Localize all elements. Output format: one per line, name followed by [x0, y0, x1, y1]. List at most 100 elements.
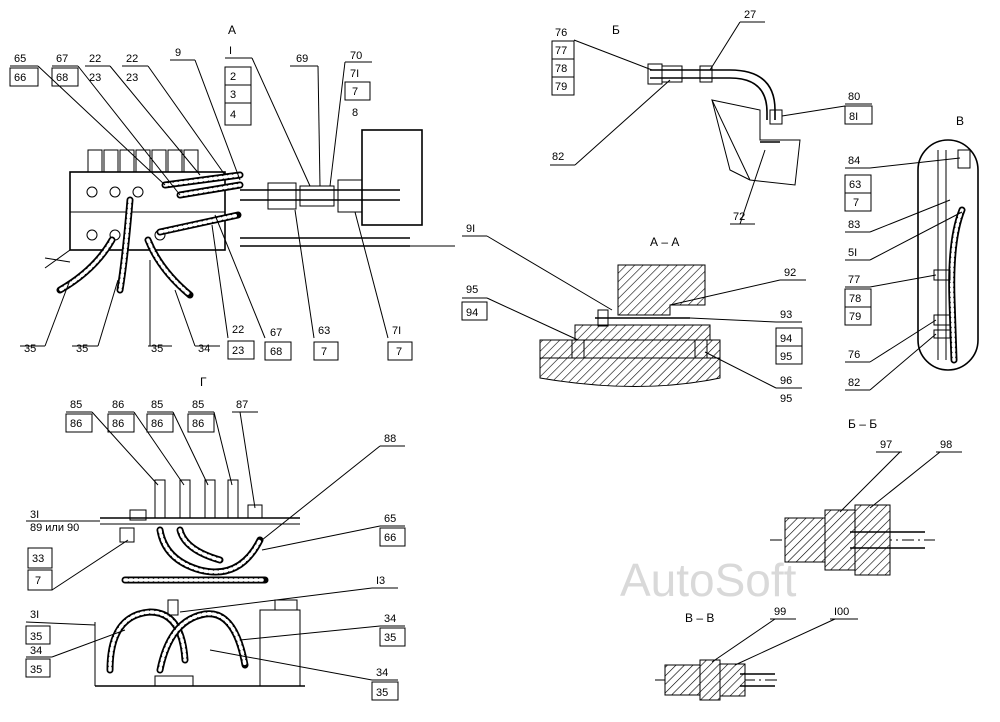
callout-7-bottom-a: 7: [321, 346, 327, 358]
view-b-title: Б: [612, 23, 620, 37]
callout-g-13: I3: [376, 575, 385, 587]
callout-b-72: 72: [733, 211, 745, 223]
callout-71: 7I: [350, 68, 359, 80]
callout-67: 67: [56, 53, 68, 65]
callout-aa-96: 96: [780, 375, 792, 387]
callout-vv-99: 99: [774, 606, 786, 618]
callout-aa-95: 95: [466, 284, 478, 296]
callout-3: 3: [230, 89, 236, 101]
callout-v-76: 76: [848, 349, 860, 361]
callout-22-top-a: 22: [89, 53, 101, 65]
callout-bb-97: 97: [880, 439, 892, 451]
callout-b-78: 78: [555, 63, 567, 75]
callout-v-77: 77: [848, 274, 860, 286]
callout-23-top-b: 23: [126, 72, 138, 84]
callout-35-c: 35: [151, 343, 163, 355]
callout-g-86b: 86: [112, 399, 124, 411]
callout-22-top-b: 22: [126, 53, 138, 65]
callout-g-86c: 86: [112, 418, 124, 430]
callout-v-79: 79: [849, 311, 861, 323]
callout-g-31b: 3I: [30, 609, 39, 621]
view-v-title: В: [956, 114, 964, 128]
callout-4: 4: [230, 109, 236, 121]
callout-8: 8: [352, 107, 358, 119]
valve-block: [69, 149, 226, 251]
callout-aa-94b: 94: [780, 333, 792, 345]
watermark: AutoSoft: [620, 554, 797, 606]
callout-35-b: 35: [76, 343, 88, 355]
callout-v-82: 82: [848, 377, 860, 389]
section-vv-title: В – В: [685, 611, 714, 625]
callout-g-35c: 35: [384, 632, 396, 644]
callout-b-80: 80: [848, 91, 860, 103]
callout-aa-94: 94: [466, 307, 478, 319]
section-aa-title: А – А: [650, 235, 679, 249]
view-a: А: [9, 23, 455, 361]
callout-65: 65: [14, 53, 26, 65]
callout-35-a: 35: [24, 343, 36, 355]
callout-63: 63: [318, 325, 330, 337]
callout-g-85b: 85: [151, 399, 163, 411]
callout-bb-98: 98: [940, 439, 952, 451]
callout-7: 7: [352, 86, 358, 98]
callout-g-34c: 34: [376, 667, 388, 679]
callout-g-35b: 35: [30, 664, 42, 676]
callout-v-78: 78: [849, 293, 861, 305]
callout-g-86e: 86: [192, 418, 204, 430]
callout-22-bottom: 22: [232, 324, 244, 336]
callout-70: 70: [350, 50, 362, 62]
section-bb: Б – Б 97 98: [770, 417, 962, 576]
callout-aa-92: 92: [784, 267, 796, 279]
callout-68: 68: [56, 72, 68, 84]
callout-aa-93: 93: [780, 309, 792, 321]
callout-g-86d: 86: [151, 418, 163, 430]
view-g-title: Г: [200, 375, 207, 389]
callout-v-51: 5I: [848, 247, 857, 259]
callout-g-35: 35: [30, 631, 42, 643]
callout-g-85c: 85: [192, 399, 204, 411]
callout-aa-95b: 95: [780, 351, 792, 363]
callout-g-87: 87: [236, 399, 248, 411]
callout-23-top-a: 23: [89, 72, 101, 84]
callout-v-84: 84: [848, 155, 860, 167]
callout-66: 66: [14, 72, 26, 84]
callout-b-77: 77: [555, 45, 567, 57]
callout-g-31: 3I: [30, 509, 39, 521]
callout-b-27: 27: [744, 9, 756, 21]
callout-23-bottom: 23: [232, 345, 244, 357]
view-v: В 84 63 7 83 5I 77 78 79 76 82: [844, 114, 979, 391]
callout-g-65: 65: [384, 513, 396, 525]
callout-g-88: 88: [384, 433, 396, 445]
section-vv: В – В 99 I00: [655, 606, 858, 701]
callout-g-7: 7: [35, 575, 41, 587]
callout-v-7: 7: [853, 197, 859, 209]
callout-g-34: 34: [30, 645, 42, 657]
callout-7-bottom-b: 7: [396, 346, 402, 358]
callout-1: I: [229, 45, 232, 57]
callout-9: 9: [175, 47, 181, 59]
callout-g-89-90: 89 или 90: [30, 522, 79, 534]
callout-b-76: 76: [555, 27, 567, 39]
callout-g-86a: 86: [70, 418, 82, 430]
callout-aa-95c: 95: [780, 393, 792, 405]
callout-34: 34: [198, 343, 210, 355]
callout-2: 2: [230, 71, 236, 83]
callout-b-79: 79: [555, 81, 567, 93]
callout-g-35d: 35: [376, 687, 388, 699]
callout-b-81: 8I: [849, 111, 858, 123]
callout-g-85a: 85: [70, 399, 82, 411]
callout-67-bottom: 67: [270, 327, 282, 339]
callout-g-34b: 34: [384, 613, 396, 625]
callout-68-bottom: 68: [270, 346, 282, 358]
callout-69: 69: [296, 53, 308, 65]
callout-g-66: 66: [384, 532, 396, 544]
callout-aa-91: 9I: [466, 223, 475, 235]
callout-v-83: 83: [848, 219, 860, 231]
section-bb-title: Б – Б: [848, 417, 877, 431]
callout-b-82: 82: [552, 151, 564, 163]
callout-71-bottom: 7I: [392, 325, 401, 337]
callout-v-63: 63: [849, 179, 861, 191]
view-g: Г 85 86 86 86 85 86 85 86: [25, 375, 406, 701]
